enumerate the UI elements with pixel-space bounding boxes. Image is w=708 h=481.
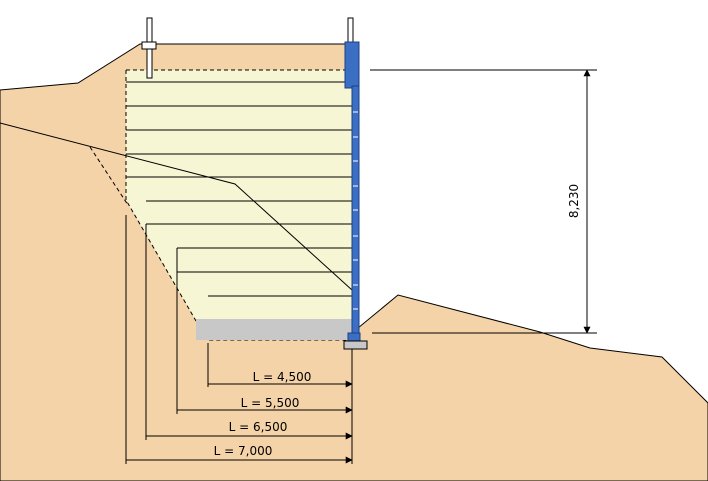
length-dimension-label: L = 6,500 xyxy=(229,420,288,434)
length-dimension-label: L = 5,500 xyxy=(241,396,300,410)
leveling-footing xyxy=(343,340,368,350)
base-pad xyxy=(196,319,352,340)
length-dimension-label: L = 4,500 xyxy=(253,370,312,384)
height-dimension xyxy=(370,69,597,334)
reinforcement-strips xyxy=(126,81,352,297)
failure-surface-line xyxy=(0,122,353,291)
length-dimension-label: L = 7,000 xyxy=(214,444,273,458)
facing-panel xyxy=(344,41,361,343)
excavation-slope-line xyxy=(89,146,129,206)
left-post xyxy=(141,17,157,79)
height-dimension-label: 8,230 xyxy=(567,184,581,218)
right-post xyxy=(347,17,354,45)
